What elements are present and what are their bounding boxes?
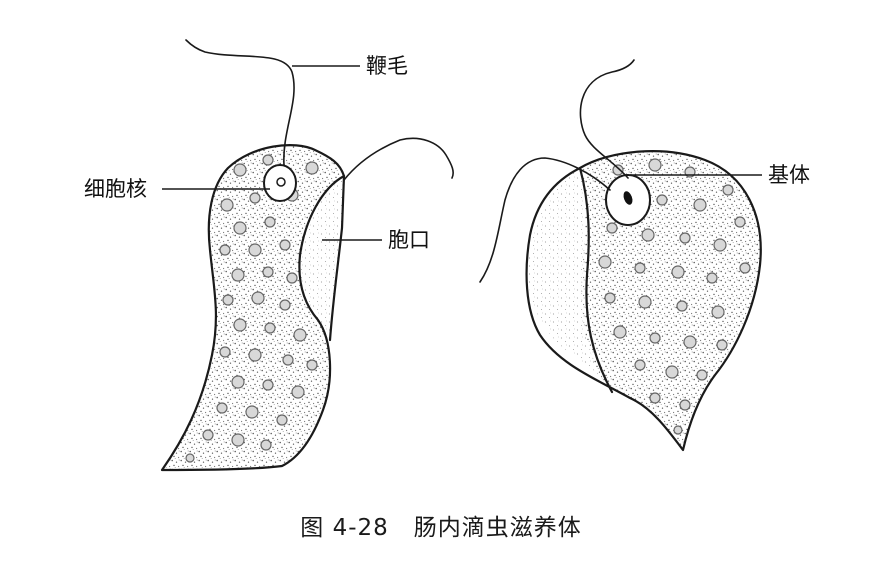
- left-cell-outline: [160, 144, 346, 472]
- left-trophozoite: [160, 39, 454, 472]
- left-nucleolus: [276, 177, 286, 187]
- cytostome-label: 胞口: [388, 228, 430, 252]
- basal-body-dot: [623, 191, 633, 205]
- right-trophozoite: [479, 59, 762, 452]
- right-flagellum-1: [579, 59, 635, 179]
- left-granules: [185, 154, 319, 463]
- basal-body-label: 基体: [768, 163, 810, 187]
- nucleus-label: 细胞核: [84, 177, 147, 201]
- right-cell-body: [580, 151, 761, 450]
- left-flagellum-2: [343, 137, 454, 181]
- left-flagellum-1: [185, 39, 295, 166]
- right-cell-outline: [525, 150, 762, 452]
- cytostome-edge: [328, 174, 346, 342]
- flagellum-label: 鞭毛: [366, 54, 408, 78]
- right-flagellum-2: [479, 157, 611, 283]
- right-granules: [598, 158, 751, 435]
- right-inner-edge: [578, 166, 614, 394]
- figure-caption: 图 4-28 肠内滴虫滋养体: [300, 515, 581, 541]
